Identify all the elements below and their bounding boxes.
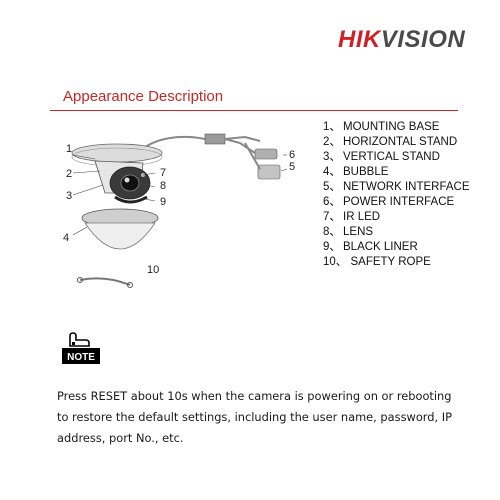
part-number: 5、 xyxy=(323,181,341,193)
part-label: BLACK LINER xyxy=(343,241,418,253)
list-item: 8、LENS xyxy=(323,225,470,240)
part-label: VERTICAL STAND xyxy=(343,151,440,163)
part-label: MOUNTING BASE xyxy=(343,121,440,133)
safety-rope xyxy=(79,277,131,286)
black-liner xyxy=(114,195,148,204)
reset-instruction: Press RESET about 10s when the camera is… xyxy=(57,389,452,445)
callout-5: 5 xyxy=(289,161,296,173)
page-title: Appearance Description xyxy=(63,88,224,105)
list-item: 3、VERTICAL STAND xyxy=(323,150,470,165)
parts-list: 1、MOUNTING BASE 2、HORIZONTAL STAND 3、VER… xyxy=(323,120,470,270)
note-label: NOTE xyxy=(67,352,95,363)
part-number: 9、 xyxy=(323,241,341,253)
callout-8: 8 xyxy=(160,180,167,192)
part-number: 6、 xyxy=(323,196,341,208)
part-number: 10、 xyxy=(323,256,348,268)
part-label: HORIZONTAL STAND xyxy=(343,136,458,148)
hikvision-logo: HIKVISION xyxy=(338,26,465,54)
part-number: 8、 xyxy=(323,226,341,238)
callout-2: 2 xyxy=(66,168,73,180)
note-hand-icon: NOTE xyxy=(62,332,100,364)
callout-9: 9 xyxy=(160,196,167,208)
list-item: 1、MOUNTING BASE xyxy=(323,120,470,135)
part-number: 4、 xyxy=(323,166,341,178)
callout-3: 3 xyxy=(66,190,73,202)
list-item: 7、IR LED xyxy=(323,210,470,225)
list-item: 4、BUBBLE xyxy=(323,165,470,180)
callout-7: 7 xyxy=(160,167,167,179)
part-number: 2、 xyxy=(323,136,341,148)
list-item: 9、BLACK LINER xyxy=(323,240,470,255)
part-label: POWER INTERFACE xyxy=(343,196,455,208)
logo-part-hik: HIK xyxy=(338,26,381,53)
list-item: 6、POWER INTERFACE xyxy=(323,195,470,210)
mounting-base xyxy=(71,143,163,163)
title-divider xyxy=(50,110,458,111)
part-label: BUBBLE xyxy=(343,166,389,178)
part-label: LENS xyxy=(343,226,374,238)
callout-4: 4 xyxy=(63,232,70,244)
list-item: 10、 SAFETY ROPE xyxy=(323,255,470,270)
lens xyxy=(120,174,140,192)
callout-1: 1 xyxy=(66,143,73,155)
callout-10: 10 xyxy=(147,264,160,276)
logo-part-vision: VISION xyxy=(380,26,466,53)
camera-diagram xyxy=(71,133,288,288)
part-label: IR LED xyxy=(343,211,381,223)
part-label: NETWORK INTERFACE xyxy=(343,181,470,193)
section-header: Appearance Description xyxy=(50,88,460,111)
list-item: 2、HORIZONTAL STAND xyxy=(323,135,470,150)
connector-block xyxy=(204,133,226,145)
part-number: 7、 xyxy=(323,211,341,223)
power-connector xyxy=(254,148,278,160)
bubble-dome xyxy=(84,222,156,250)
network-connector xyxy=(257,164,281,180)
list-item: 5、NETWORK INTERFACE xyxy=(323,180,470,195)
part-number: 3、 xyxy=(323,151,341,163)
part-number: 1、 xyxy=(323,121,341,133)
part-label: SAFETY ROPE xyxy=(347,256,431,268)
callout-6: 6 xyxy=(289,149,296,161)
